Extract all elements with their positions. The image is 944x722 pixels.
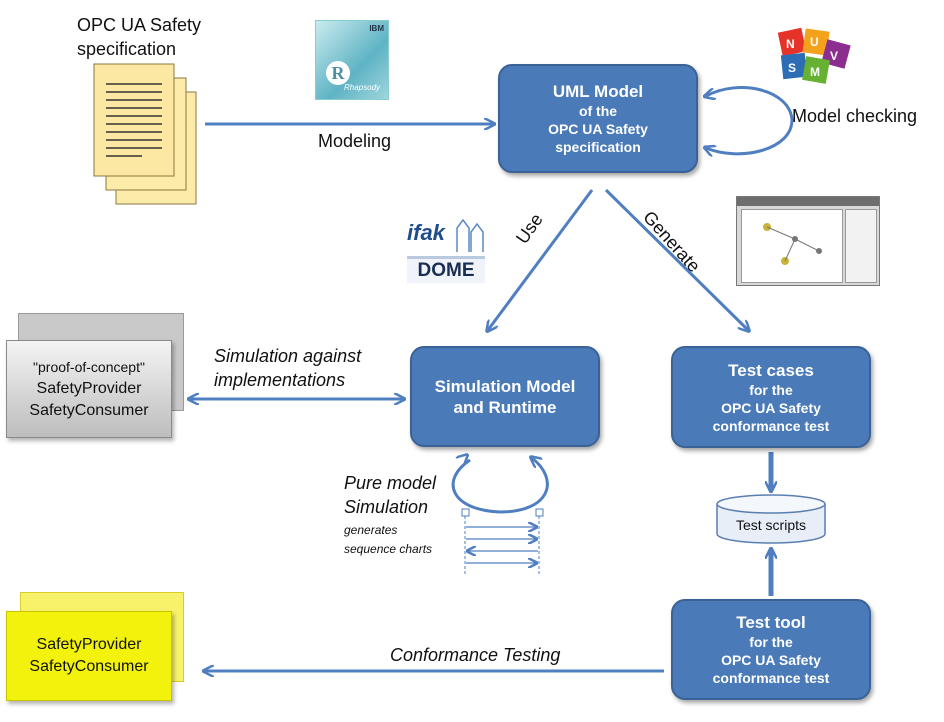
uml-model-box: UML Model of the OPC UA Safety specifica… xyxy=(498,64,698,173)
sequence-chart-icon xyxy=(461,508,544,574)
simulation-model-box: Simulation Model and Runtime xyxy=(410,346,600,447)
svg-text:M: M xyxy=(810,65,820,79)
nusmv-puzzle-icon: N U V S M xyxy=(777,27,851,84)
use-arrow xyxy=(488,189,594,330)
model-checking-loop xyxy=(706,86,794,154)
test-cases-box: Test cases for the OPC UA Safety conform… xyxy=(671,346,871,448)
pure-model-loop xyxy=(451,458,549,514)
svg-text:V: V xyxy=(830,49,838,63)
svg-text:U: U xyxy=(810,35,819,49)
generate-arrow xyxy=(604,188,748,330)
spec-label: OPC UA Safety specification xyxy=(77,15,202,59)
simulation-against-label: Simulation against implementations xyxy=(214,346,362,390)
test-tool-box: Test tool for the OPC UA Safety conforma… xyxy=(671,599,871,700)
modeling-label: Modeling xyxy=(318,131,392,151)
svg-text:N: N xyxy=(786,37,795,51)
proof-of-concept-card: "proof-of-concept" SafetyProvider Safety… xyxy=(6,340,172,438)
rhapsody-logo: IBM R Rhapsody xyxy=(315,20,389,100)
implementation-card: SafetyProvider SafetyConsumer xyxy=(6,611,172,701)
tool-screenshot-thumbnail xyxy=(736,196,880,286)
document-stack-icon xyxy=(93,63,197,205)
generates-label: generates sequence charts xyxy=(344,523,433,556)
pure-model-label: Pure model Simulation xyxy=(344,473,437,517)
svg-text:S: S xyxy=(788,61,796,75)
conformance-testing-label: Conformance Testing xyxy=(390,645,561,665)
svg-text:Test scripts: Test scripts xyxy=(736,517,806,533)
ifak-dome-logo: ifak DOME xyxy=(405,218,487,283)
test-scripts-cylinder: Test scripts xyxy=(716,494,826,544)
model-checking-label: Model checking xyxy=(792,106,918,126)
